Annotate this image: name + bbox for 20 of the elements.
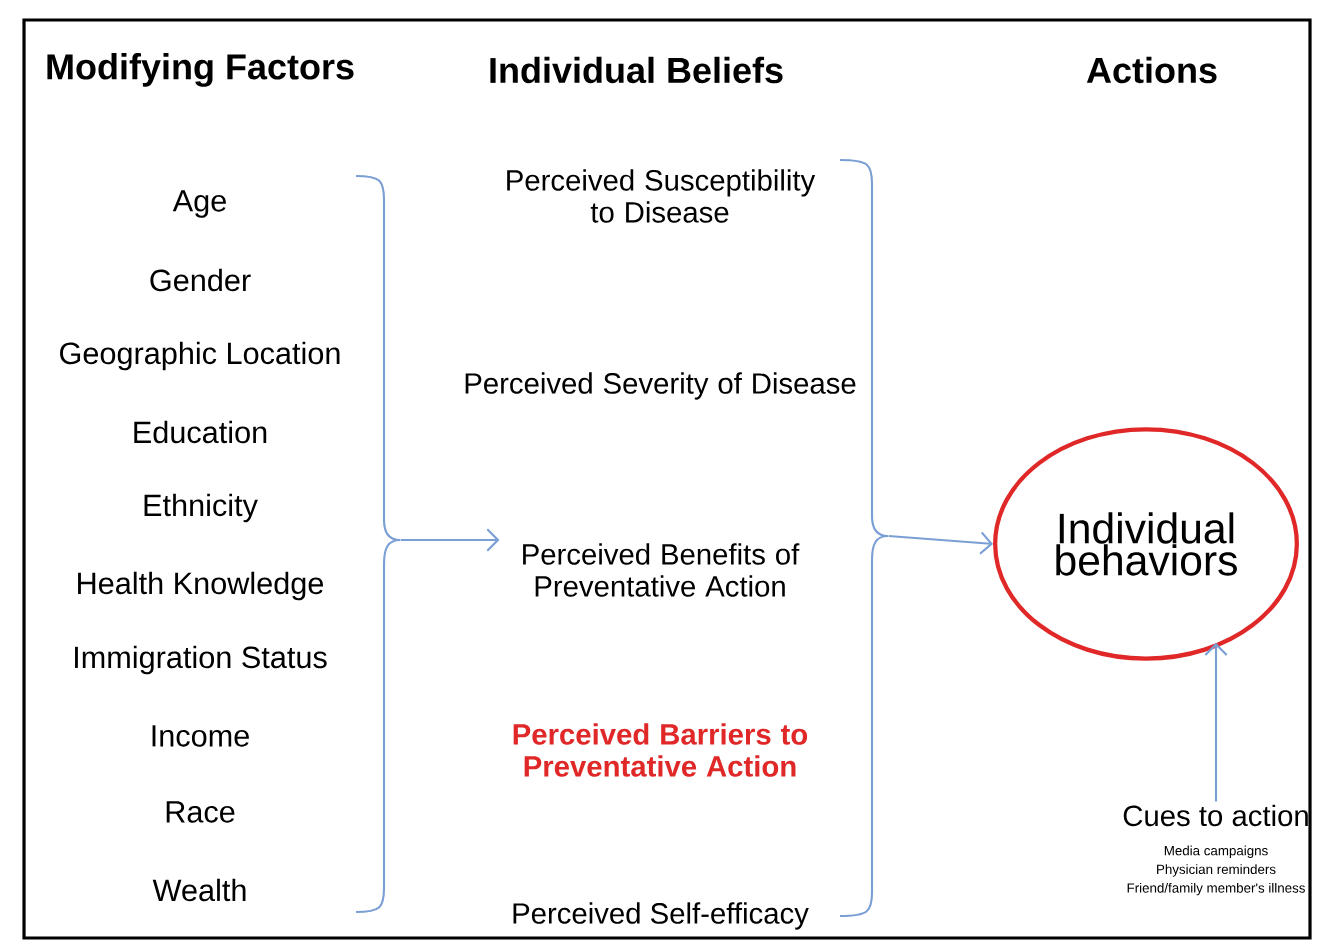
factor-text: Education (134, 420, 267, 444)
column-heading: Individual Beliefs (490, 56, 783, 84)
factor-text: Ethnicity (144, 493, 258, 523)
column-heading: Modifying Factors (47, 53, 354, 87)
belief-text: Perceived Benefits of Preventative Action (523, 543, 800, 597)
bracket (356, 174, 402, 914)
belief-text: Perceived Severity of Disease (465, 372, 856, 400)
factor-text: Race (166, 801, 235, 823)
factor-text: Gender (150, 268, 251, 292)
factor-text: Income (152, 725, 249, 747)
column-heading: Actions (1086, 56, 1217, 84)
factor-text: Immigration Status (75, 645, 327, 675)
belief-text: Perceived Self-efficacy (513, 902, 809, 930)
arrow (888, 531, 994, 555)
arrow (1204, 642, 1228, 802)
belief-text: Perceived Barriers to Preventative Action (513, 723, 808, 777)
factor-text: Age (172, 190, 226, 218)
factor-text: Health Knowledge (78, 571, 323, 601)
arrow (400, 528, 500, 552)
factor-text: Wealth (152, 878, 246, 902)
